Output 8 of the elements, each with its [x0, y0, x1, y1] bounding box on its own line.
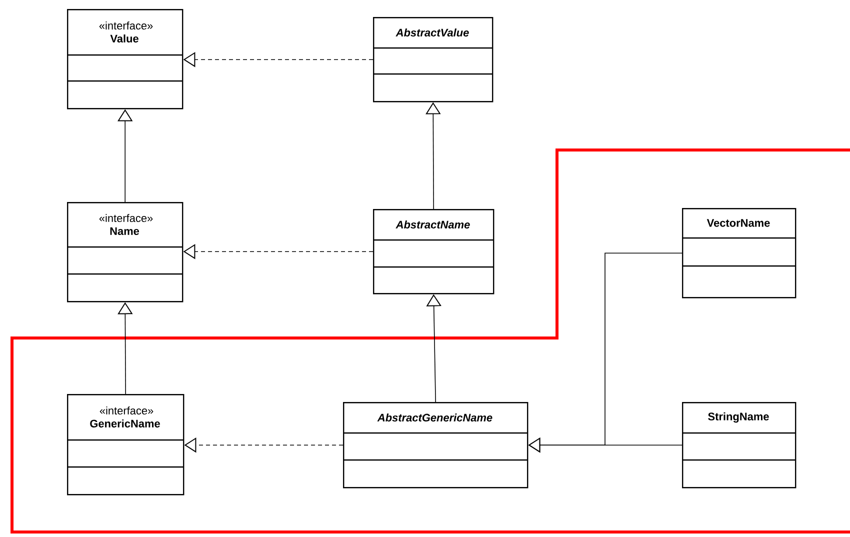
class-box: AbstractValue	[373, 17, 494, 102]
class-box: «interface» GenericName	[67, 394, 184, 496]
class-box: «interface» Value	[67, 9, 184, 110]
class-box: AbstractName	[373, 209, 494, 294]
class-box: VectorName	[682, 208, 796, 298]
class-box: StringName	[682, 402, 796, 488]
class-box: «interface» Name	[67, 202, 184, 302]
class-box: AbstractGenericName	[343, 402, 528, 488]
